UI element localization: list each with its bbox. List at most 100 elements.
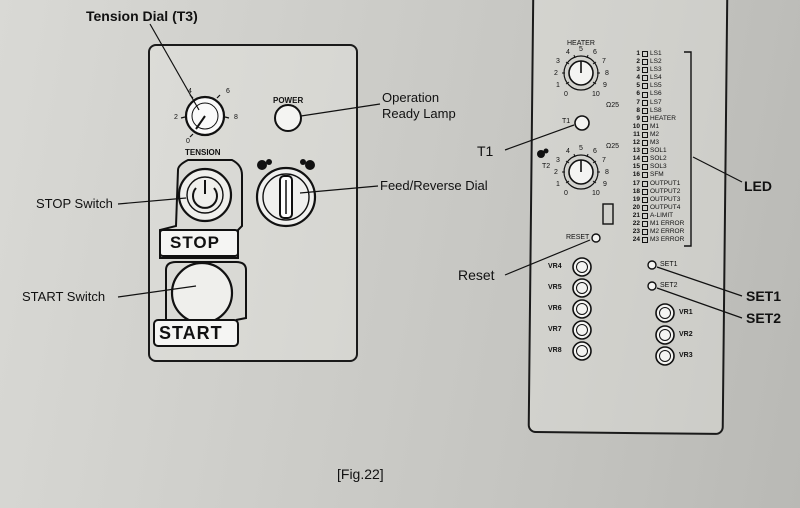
heater-text: HEATER xyxy=(567,40,595,47)
tension-tick-0: 0 xyxy=(186,138,190,145)
set2-button[interactable] xyxy=(647,281,657,291)
set1-label: SET1 xyxy=(746,288,782,304)
led-number: 11 xyxy=(633,130,640,138)
led-name: SOL3 xyxy=(650,163,667,171)
led-number: 23 xyxy=(632,228,640,236)
led-item: 18 OUTPUT2 xyxy=(626,188,684,196)
reset-button[interactable] xyxy=(591,233,601,243)
led-number: 3 xyxy=(636,66,640,74)
led-name: M1 ERROR xyxy=(650,219,685,227)
vr-left-knobs[interactable] xyxy=(572,257,592,361)
led-name: OUTPUT2 xyxy=(650,187,681,195)
heater-tick-2: 2 xyxy=(554,70,558,77)
heater-tick-8: 8 xyxy=(605,70,609,77)
led-item: 13 SOL1 xyxy=(626,147,684,155)
figure-caption: [Fig.22] xyxy=(337,466,384,482)
led-indicator xyxy=(642,188,648,195)
led-number: 9 xyxy=(636,114,640,122)
led-item: 1 LS1 xyxy=(626,50,684,58)
led-indicator xyxy=(642,140,648,147)
led-number: 8 xyxy=(636,106,640,114)
led-indicator xyxy=(642,196,648,203)
heater-tick-3: 3 xyxy=(556,58,560,65)
vr6-text: VR6 xyxy=(548,305,562,312)
led-name: M1 xyxy=(650,122,660,130)
vr8-text: VR8 xyxy=(548,347,562,354)
vr4-text: VR4 xyxy=(548,263,562,270)
led-number: 13 xyxy=(632,147,640,155)
led-number: 22 xyxy=(632,219,640,227)
stop-switch-label: STOP Switch xyxy=(36,196,113,211)
led-name: LS2 xyxy=(650,58,662,66)
vr5-text: VR5 xyxy=(548,284,562,291)
led-number: 6 xyxy=(636,90,640,98)
led-name: LS8 xyxy=(650,106,662,114)
led-indicator xyxy=(642,221,648,228)
led-name: LS5 xyxy=(650,82,662,90)
led-number: 19 xyxy=(632,195,640,203)
led-item: 12 M3 xyxy=(626,139,684,147)
led-name: M3 xyxy=(650,139,660,147)
led-indicator xyxy=(642,59,648,66)
led-name: SOL2 xyxy=(650,155,667,163)
led-number: 4 xyxy=(636,74,640,82)
start-switch[interactable] xyxy=(153,261,247,347)
t2-tag: Ω25 xyxy=(606,143,620,150)
led-item: 22 M1 ERROR xyxy=(626,220,684,228)
tension-dial[interactable] xyxy=(180,94,230,138)
led-indicator xyxy=(642,229,648,236)
set1-button[interactable] xyxy=(647,260,657,270)
vr-right-knobs[interactable] xyxy=(655,303,675,366)
led-name: LS1 xyxy=(650,50,662,57)
feed-reverse-label: Feed/Reverse Dial xyxy=(380,178,488,193)
reset-text: RESET xyxy=(566,234,590,241)
led-name: M2 xyxy=(650,130,660,138)
t2-dial[interactable] xyxy=(537,148,600,190)
led-number: 18 xyxy=(632,187,640,195)
t2-text: T2 xyxy=(542,163,551,170)
feed-reverse-dial[interactable] xyxy=(255,159,317,228)
t1-text: T1 xyxy=(562,118,571,125)
tension-tick-6: 6 xyxy=(226,88,230,95)
vr7-text: VR7 xyxy=(548,326,562,333)
tension-dial-label: Tension Dial (T3) xyxy=(86,8,198,24)
set1-text: SET1 xyxy=(660,261,678,268)
heater-tick-10: 10 xyxy=(592,91,600,98)
display-window xyxy=(602,203,614,225)
led-indicator xyxy=(642,51,648,58)
t2-tick-8: 8 xyxy=(605,169,609,176)
heater-tick-7: 7 xyxy=(602,58,606,65)
led-indicator xyxy=(642,156,648,163)
led-indicator xyxy=(642,237,648,244)
led-number: 1 xyxy=(636,50,640,57)
tension-text: TENSION xyxy=(185,148,221,157)
led-indicator xyxy=(642,123,648,130)
led-name: SOL1 xyxy=(650,147,667,155)
set2-label: SET2 xyxy=(746,310,782,326)
led-name: LS3 xyxy=(650,66,662,74)
needle-icon xyxy=(537,148,549,158)
led-indicator xyxy=(642,164,648,171)
t1-potentiometer[interactable] xyxy=(574,115,590,131)
heater-tick-6: 6 xyxy=(593,49,597,56)
led-indicator xyxy=(642,212,648,219)
led-number: 12 xyxy=(632,139,640,147)
stop-switch[interactable] xyxy=(159,159,243,259)
led-indicator xyxy=(642,172,648,179)
led-name: OUTPUT1 xyxy=(650,179,681,187)
t2-tick-0: 0 xyxy=(564,190,568,197)
heater-dial[interactable] xyxy=(562,54,600,91)
led-indicator xyxy=(642,180,648,187)
led-name: LS7 xyxy=(650,98,662,106)
